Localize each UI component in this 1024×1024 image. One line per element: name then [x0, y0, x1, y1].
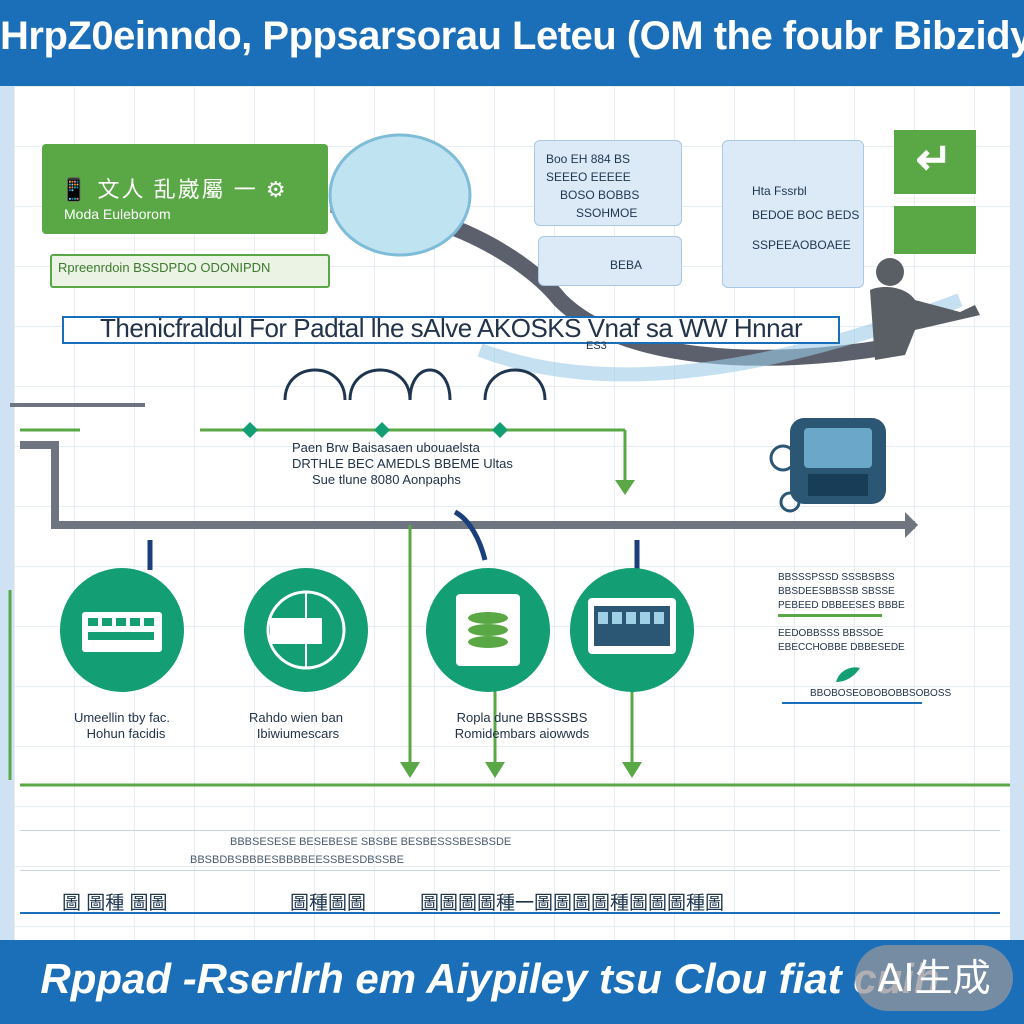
arch-row	[283, 368, 547, 401]
diagram-connectors	[8, 133, 1010, 787]
info-card-line: Hta Fssrbl	[752, 184, 807, 198]
person-figure	[870, 258, 980, 360]
building-icon	[588, 598, 676, 654]
process-node	[426, 568, 550, 692]
diagram-title: Thenicfraldul For Padtal lhe sAlve AKOSK…	[100, 313, 803, 343]
chart-icon	[266, 590, 346, 670]
info-card-line: Boo EH 884 BS	[546, 152, 631, 166]
swoosh-band-light	[477, 293, 963, 382]
page-title: HrpZ0einndo, Pppsarsorau Leteu (OM the f…	[0, 14, 1024, 58]
logo-glyph: ↵	[915, 135, 953, 184]
status-panel-row: 📱 文人 乱崴屬 一 ⚙	[60, 177, 288, 202]
globe-shape	[328, 133, 472, 257]
info-strip-text: Rpreenrdoin BSSDPDO ODONIPDN	[58, 260, 271, 275]
side-note-underline	[782, 702, 922, 704]
side-note-divider	[778, 614, 882, 617]
footnote-line: BBBSESESE BESEBESE SBSBE BESBESSSBESBSDE	[230, 836, 512, 848]
side-note-line: BBSDEESBBSSB SBSSE	[778, 586, 895, 597]
node-label: Ibiwiumescars	[256, 726, 340, 741]
footnote-line: BBSBDBSBBBESBBBBEESSBESDBSSBE	[190, 854, 404, 866]
process-node	[244, 568, 368, 692]
info-card-line: SEEEO EEEEE	[546, 170, 631, 184]
bottom-label: 圖種圖圖	[290, 893, 367, 914]
info-card-line: BEDOE BOC BEDS	[752, 208, 860, 222]
info-card-line: BEBA	[610, 258, 643, 272]
header-band	[0, 0, 1024, 86]
info-card-line: SSPEEAOBOAEE	[752, 238, 851, 252]
bottom-label: 圖 圖種 圖圖	[62, 893, 168, 914]
keyboard-icon	[82, 612, 162, 652]
process-node	[60, 568, 184, 692]
divider	[20, 870, 1000, 871]
footer-slogan: Rppad -Rserlrh em Aiypiley tsu Clou fiat…	[40, 955, 940, 1002]
side-note-line: BBSSSPSSD SSSBSBSS	[778, 572, 895, 583]
info-card-line: BOSO BOBBS	[560, 188, 640, 202]
mid-text-line: Sue tlune 8080 Aonpaphs	[312, 472, 461, 487]
database-icon	[456, 594, 520, 666]
node-label: Rahdo wien ban	[249, 710, 343, 725]
side-note-footer: BBOBOSEOBOBOBBSOBOSS	[810, 688, 952, 699]
brand-logo	[894, 130, 976, 194]
divider	[20, 912, 1000, 914]
mid-text-line: DRTHLE BEC AMEDLS BBEME Ultas	[292, 456, 513, 471]
side-note-line: EBECCHOBBE DBBESEDE	[778, 642, 905, 653]
status-panel	[42, 144, 328, 234]
node-label: Romidembars aiowwds	[454, 726, 590, 741]
info-card	[534, 140, 682, 226]
node-label: Ropla dune BBSSSBS	[456, 710, 588, 725]
diagram-title-box	[62, 316, 840, 344]
leaf-icon	[834, 664, 862, 684]
process-node	[570, 568, 694, 692]
brand-logo-base	[894, 206, 976, 254]
side-note-line: EEDOBBSSS BBSSOE	[778, 628, 884, 639]
right-rail	[1010, 86, 1024, 940]
info-card	[722, 140, 864, 288]
ai-generated-badge: AI生成	[855, 945, 1013, 1011]
node-label: Hohun facidis	[86, 726, 166, 741]
device-illustration	[769, 418, 886, 513]
diagram-subtitle: ES3	[586, 340, 607, 352]
bottom-label: 圖圖圖圖種一圖圖圖圖種圖圖圖種圖	[420, 893, 725, 914]
mid-text-line: Paen Brw Baisasaen ubouaelsta	[292, 440, 480, 455]
divider	[20, 830, 1000, 831]
side-note-line: PEBEED DBBEESES BBBE	[778, 600, 905, 611]
info-card	[538, 236, 682, 286]
node-label: Umeellin tby fac.	[73, 710, 171, 725]
info-strip	[50, 254, 330, 288]
footer-band	[0, 940, 1024, 1024]
info-card-line: SSOHMOE	[576, 206, 638, 220]
status-panel-caption: Moda Euleborom	[64, 206, 171, 222]
